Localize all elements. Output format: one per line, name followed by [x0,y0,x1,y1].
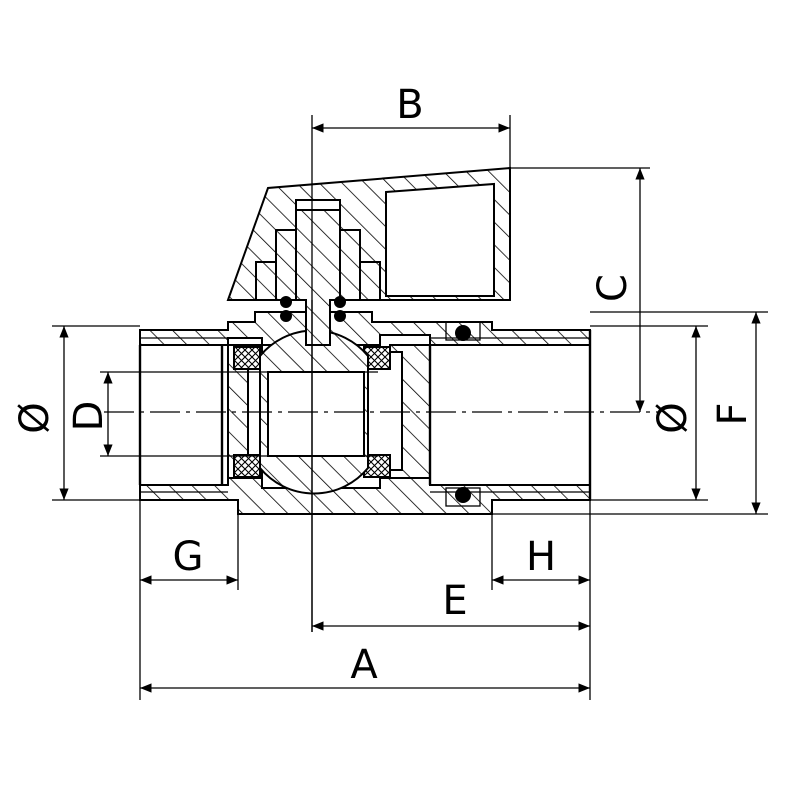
stem [255,187,381,346]
label-d: D [66,401,112,432]
label-e: E [442,578,467,624]
label-g: G [173,534,204,580]
left-thread [140,337,228,493]
right-thread [430,337,590,493]
label-dia-right: Ø [650,402,696,433]
o-rings [445,321,481,507]
label-b: B [396,82,423,128]
label-c: C [590,274,636,302]
label-f: F [710,402,756,425]
handle [226,166,511,301]
dimension-lines [52,115,768,700]
label-a: A [350,642,378,688]
label-h: H [526,534,556,580]
label-dia-left: Ø [12,402,58,433]
